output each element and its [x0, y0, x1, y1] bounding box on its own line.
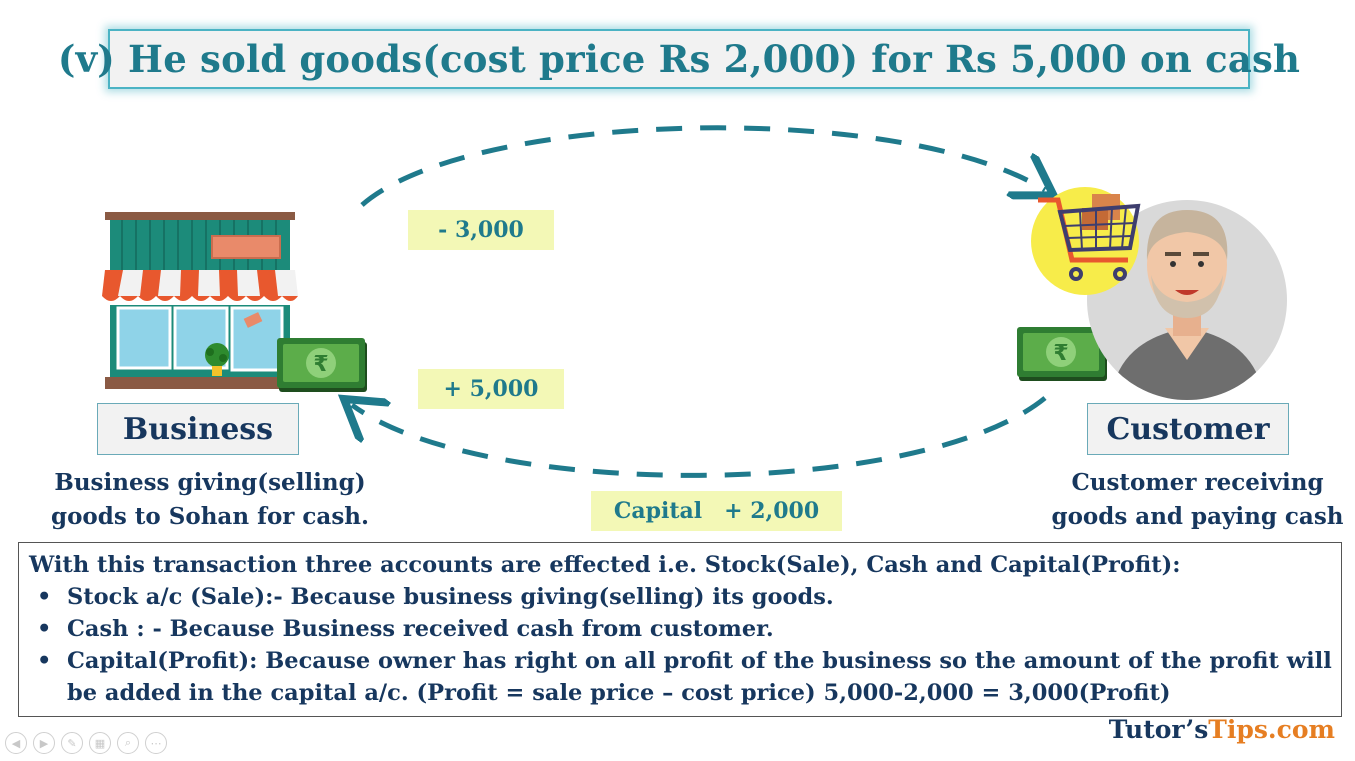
brand-logo: Tutor’sTips.com: [1109, 715, 1335, 744]
capital-change: Capital + 2,000: [591, 491, 842, 531]
more-options-icon[interactable]: ⋯: [145, 732, 167, 754]
slide-title: (v) He sold goods(cost price Rs 2,000) f…: [57, 37, 1301, 81]
business-description: Business giving(selling) goods to Sohan …: [30, 466, 390, 534]
brand-part: Tutor’s: [1108, 715, 1209, 744]
list-item-continuation: be added in the capital a/c. (Profit = s…: [67, 680, 1171, 706]
pen-icon[interactable]: ✎: [61, 732, 83, 754]
shopping-cart-icon: [1031, 187, 1141, 295]
customer-label: Customer: [1087, 403, 1289, 455]
currency-symbol: ₹: [1053, 341, 1068, 366]
goods-arrow: [360, 125, 1045, 207]
previous-icon[interactable]: ◀: [5, 732, 27, 754]
list-item: Cash : - Because Business received cash …: [29, 613, 1331, 645]
capital-value: + 2,000: [724, 498, 820, 524]
list-item: Stock a/c (Sale):- Because business givi…: [29, 581, 1331, 613]
customer-desc-line: goods and paying cash: [1051, 503, 1344, 530]
shop-icon: [102, 212, 298, 389]
cash-arrow: [352, 398, 1047, 478]
next-icon[interactable]: ▶: [33, 732, 55, 754]
money-note-icon: ₹: [1017, 327, 1107, 381]
cash-in-value: + 5,000: [418, 369, 564, 409]
slideshow-controls: ◀ ▶ ✎ ▦ ⌕ ⋯: [5, 732, 167, 754]
capital-label: Capital: [613, 498, 703, 524]
customer-desc-line: Customer receiving: [1071, 469, 1324, 496]
customer-description: Customer receiving goods and paying cash: [1040, 466, 1355, 534]
slides-grid-icon[interactable]: ▦: [89, 732, 111, 754]
currency-symbol: ₹: [313, 352, 328, 377]
business-desc-line: Business giving(selling): [54, 469, 366, 496]
business-desc-line: goods to Sohan for cash.: [50, 503, 370, 530]
business-label: Business: [97, 403, 299, 455]
goods-out-value: - 3,000: [408, 210, 554, 250]
explanation-list: Stock a/c (Sale):- Because business givi…: [29, 581, 1332, 677]
explanation-box: With this transaction three accounts are…: [18, 542, 1342, 717]
list-item: Capital(Profit): Because owner has right…: [29, 645, 1332, 677]
brand-part: Tips.com: [1208, 715, 1335, 744]
money-note-icon: ₹: [277, 338, 367, 392]
zoom-icon[interactable]: ⌕: [117, 732, 139, 754]
title-banner: (v) He sold goods(cost price Rs 2,000) f…: [58, 29, 1300, 89]
explanation-intro: With this transaction three accounts are…: [29, 552, 1181, 578]
